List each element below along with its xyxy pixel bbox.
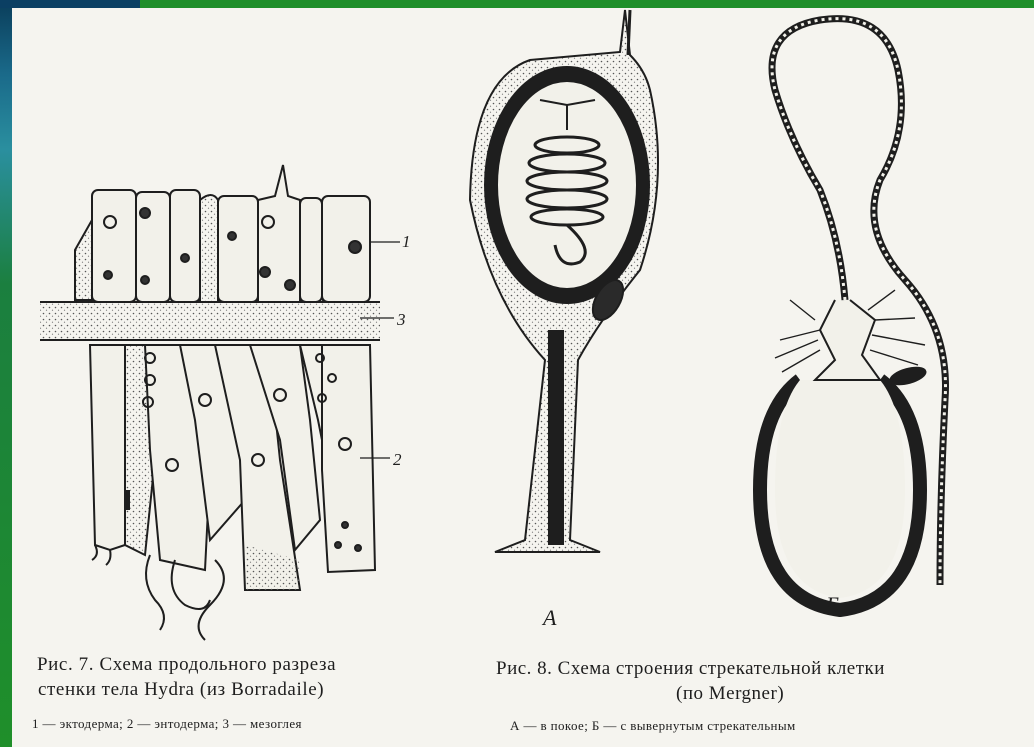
- cnidocyte-stalk: [548, 330, 564, 545]
- endoderm-cells: [90, 345, 375, 640]
- label-mesoglea: 3: [397, 310, 406, 330]
- fig8a-cnidocyte-at-rest: [470, 10, 658, 552]
- fig8-legend: А — в покое; Б — с вывернутым стрекатель…: [510, 718, 796, 734]
- fig7-body-wall-diagram: [40, 165, 400, 640]
- fig7-caption-line2: стенки тела Hydra (из Borradaile): [38, 679, 324, 701]
- label-ectoderm: 1: [402, 232, 411, 252]
- panel-a-label: А: [543, 605, 556, 631]
- mesoglea-layer: [40, 302, 380, 340]
- label-endoderm: 2: [393, 450, 402, 470]
- fig7-caption-line1: Рис. 7. Схема продольного разреза: [37, 654, 336, 676]
- fig7-legend: 1 — эктодерма; 2 — энтодерма; 3 — мезогл…: [32, 716, 302, 732]
- cnidocil: [628, 10, 630, 55]
- panel-b-label: Б: [826, 592, 839, 618]
- fig8-caption-line1: Рис. 8. Схема строения стрекательной кле…: [496, 658, 885, 680]
- fig8-caption-line2: (по Mergner): [676, 683, 784, 705]
- fig8b-cnidocyte-discharged: [760, 19, 946, 610]
- ectoderm-cells: [75, 165, 370, 302]
